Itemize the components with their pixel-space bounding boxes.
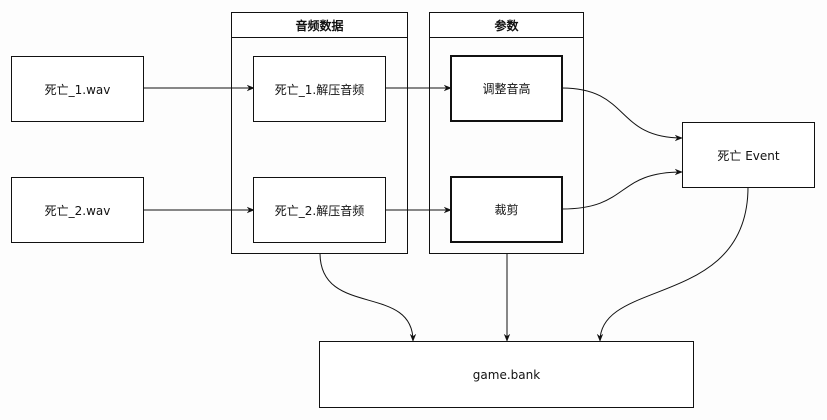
node-src1[interactable]: 死亡_1.wav: [11, 56, 144, 122]
node-dec2[interactable]: 死亡_2.解压音频: [253, 177, 386, 243]
node-dec1[interactable]: 死亡_1.解压音频: [253, 56, 386, 122]
edge-audio-bank: [319, 252, 417, 342]
params-container: 参数: [429, 12, 584, 254]
node-pitch[interactable]: 调整音高: [450, 55, 563, 122]
audio-data-title: 音频数据: [232, 13, 407, 38]
edge-event-bank: [596, 186, 749, 342]
node-src2[interactable]: 死亡_2.wav: [11, 177, 144, 243]
edge-pitch-event: [561, 87, 683, 142]
node-event[interactable]: 死亡 Event: [682, 122, 815, 188]
edge-trim-event: [561, 168, 683, 210]
node-bank[interactable]: game.bank: [319, 341, 694, 408]
audio-data-container: 音频数据: [231, 12, 408, 254]
params-title: 参数: [430, 13, 583, 38]
node-trim[interactable]: 裁剪: [450, 176, 563, 243]
